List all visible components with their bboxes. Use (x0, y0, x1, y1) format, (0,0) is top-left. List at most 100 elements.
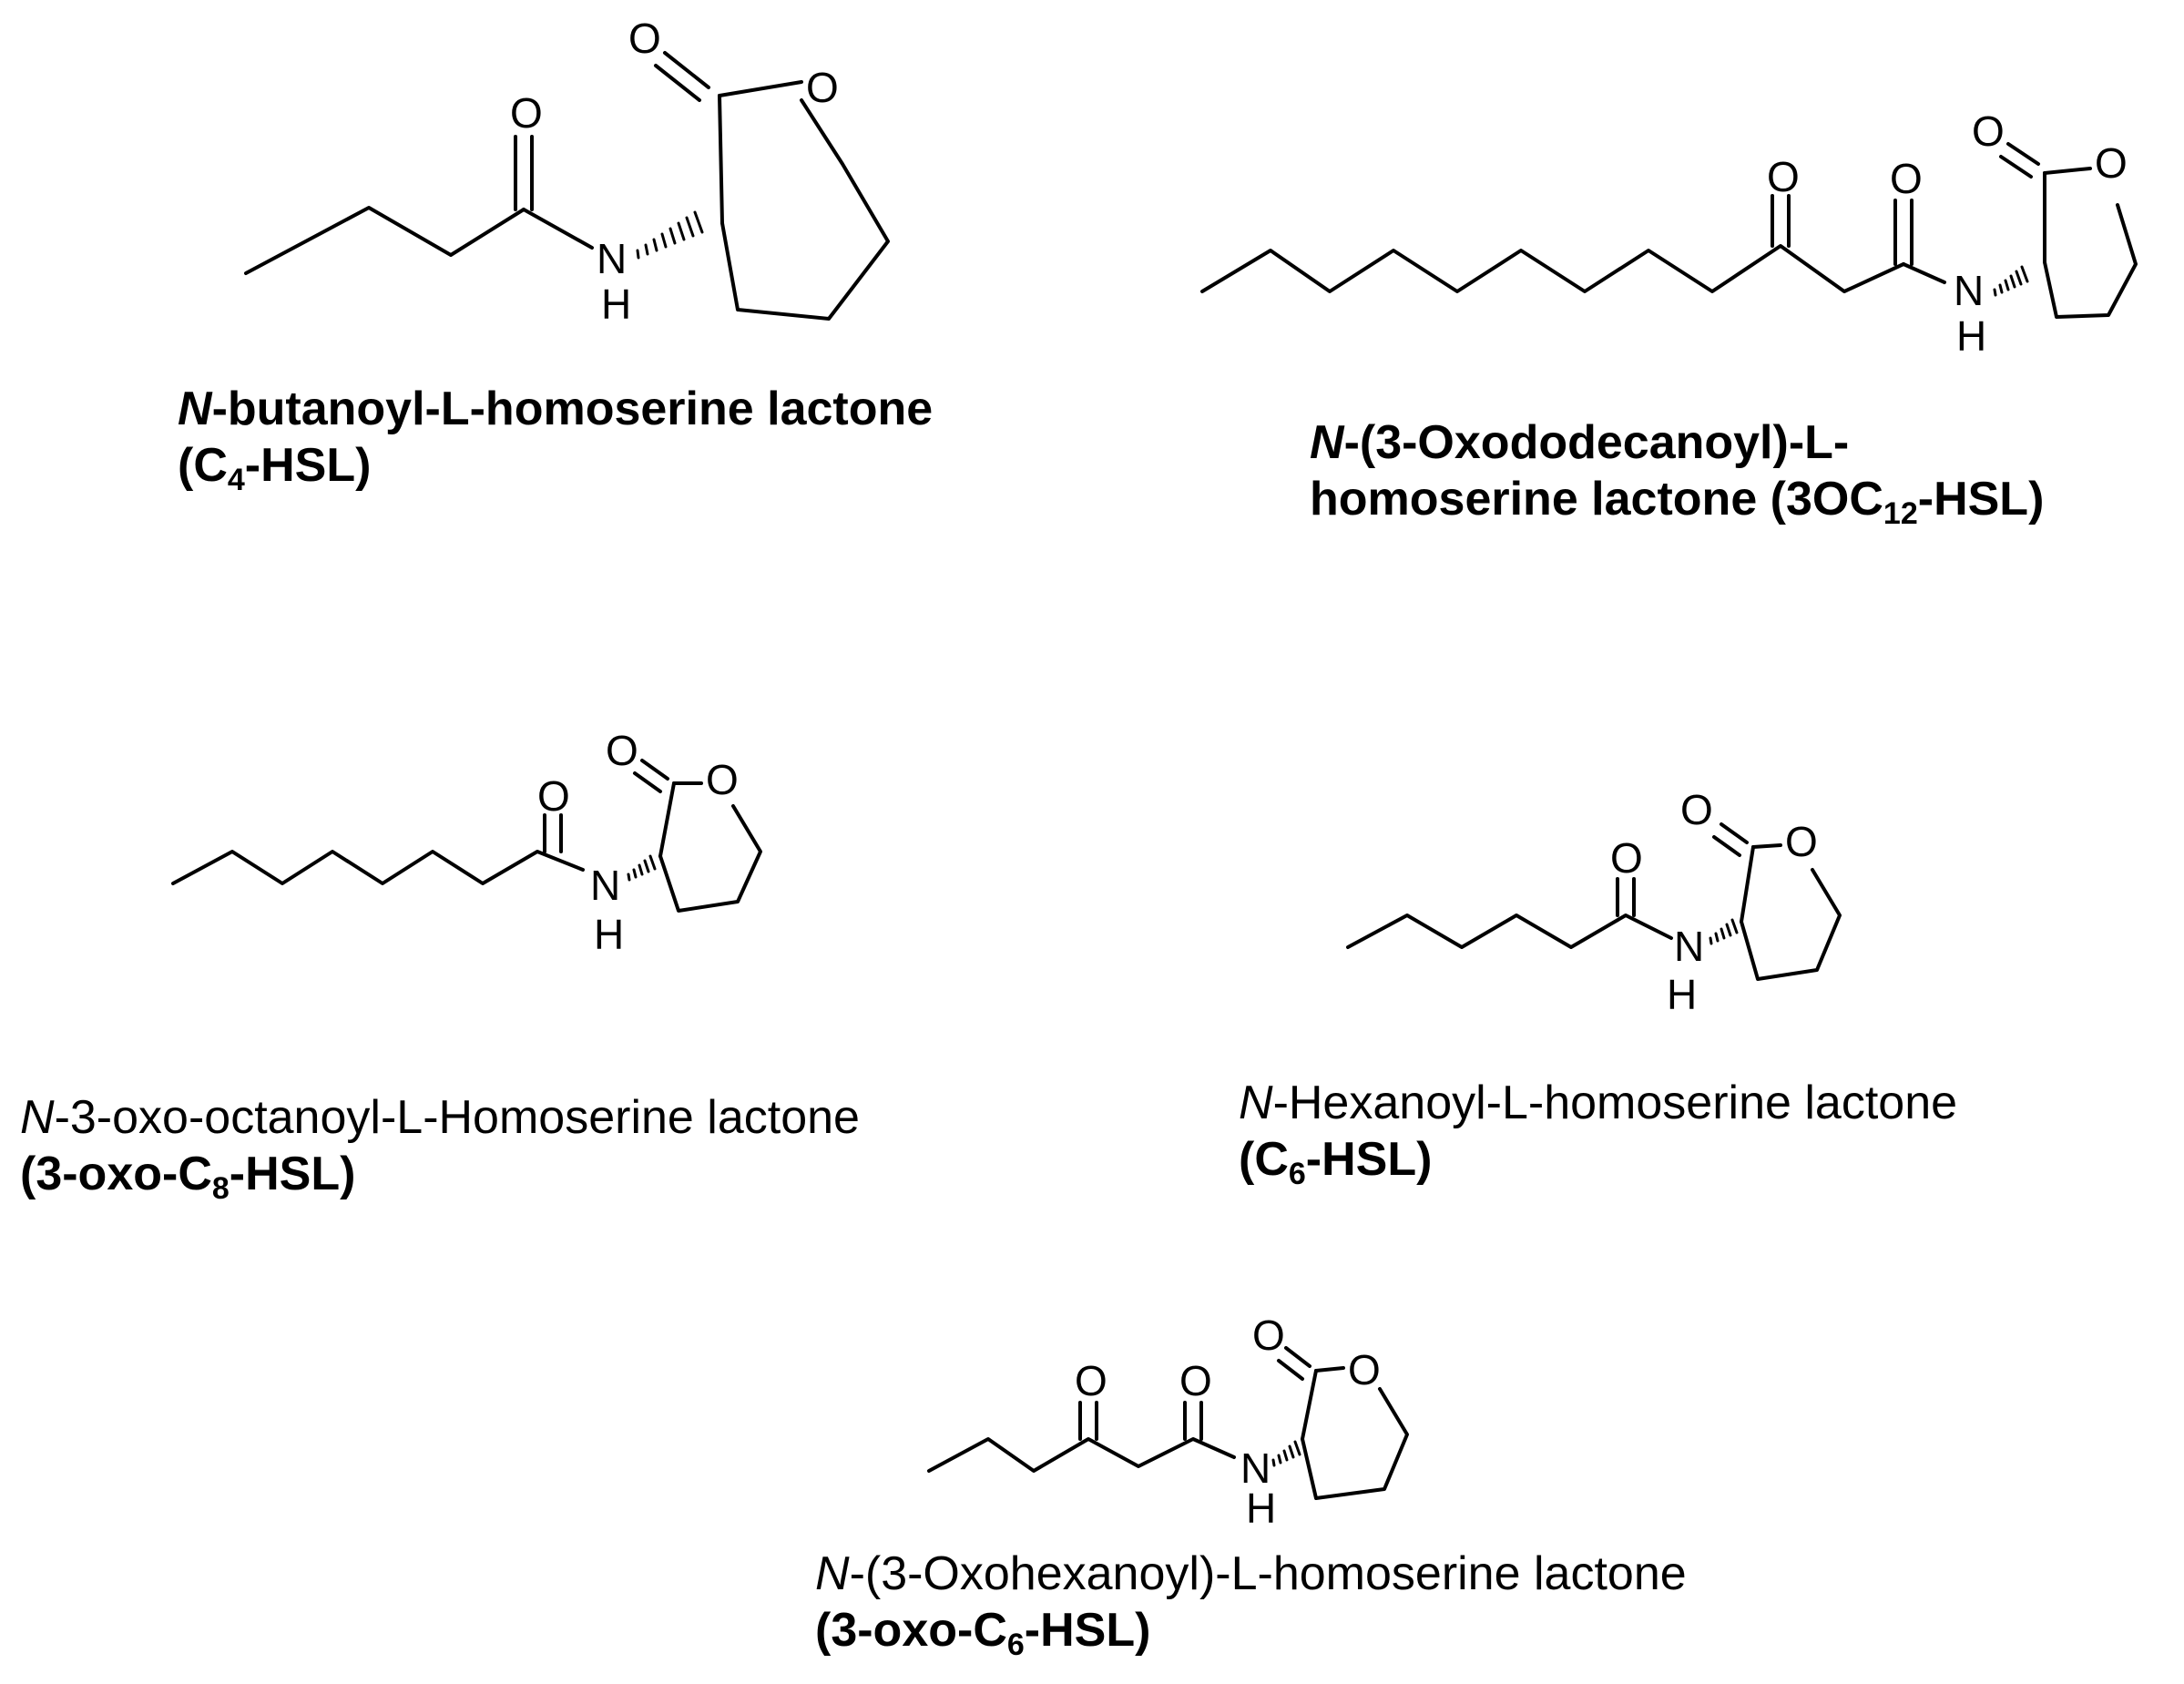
abbr-subscript: 6 (1006, 1628, 1025, 1662)
abbr-suffix: -HSL) (1024, 1604, 1151, 1657)
compound-abbreviation: (3-oxo-C6-HSL) (815, 1602, 1687, 1660)
carbonyl-bond (633, 771, 662, 793)
structure-3-oxo-c6-hsl (927, 1346, 1409, 1500)
alkyl-chain (244, 206, 526, 275)
abbr-subscript: 6 (1288, 1157, 1306, 1191)
carbonyl-bond (1999, 155, 2033, 179)
compound-name: N-(3-Oxododecanoyl)-L- (1310, 414, 2044, 471)
stereo-hash-bond (1271, 1440, 1301, 1467)
lactone-ring (1301, 1387, 1409, 1500)
caption-c4-hsl: N-butanoyl-L-homoserine lactone (C4-HSL) (178, 381, 933, 497)
carbonyl-bond (1720, 822, 1749, 844)
atom-h: H (594, 911, 624, 958)
lactone-ring (1740, 868, 1842, 981)
atom-o-ring: O (1785, 818, 1818, 865)
ring-bond (1751, 843, 1782, 849)
name-text: -butanoyl-L-homoserine lactone (211, 383, 934, 435)
lactone-ring (2043, 203, 2138, 319)
compound-name: N-(3-Oxohexanoyl)-L-homoserine lactone (815, 1546, 1687, 1602)
stereo-hash-bond (1993, 265, 2029, 297)
atom-o-acyl: O (1890, 155, 1923, 202)
atom-n: N (1954, 267, 1984, 314)
abbr-text: (C (178, 439, 228, 492)
atom-o-ring: O (2095, 139, 2128, 187)
atom-o-carbonyl: O (606, 727, 638, 774)
atom-o-acyl: O (510, 89, 543, 137)
atom-o-ring: O (1348, 1346, 1381, 1393)
caption-c6-hsl: N-Hexanoyl-L-homoserine lactone (C6-HSL) (1239, 1075, 1957, 1191)
carbonyl-bond (663, 51, 710, 89)
ring-bond (718, 80, 803, 97)
carbonyl-bond (2006, 142, 2040, 166)
compound-name: N-3-oxo-octanoyl-L-Homoserine lactone (20, 1089, 860, 1146)
lactone-ring (720, 98, 890, 321)
abbr-text: (3-oxo-C (815, 1604, 1007, 1657)
name-text: -3-oxo-octanoyl-L-Homoserine lactone (54, 1091, 860, 1144)
n-prefix: N (20, 1091, 55, 1144)
amide-bond (1902, 262, 1946, 284)
compound-name: N-butanoyl-L-homoserine lactone (178, 381, 933, 437)
structure-c4-hsl (244, 51, 890, 321)
atom-n: N (1240, 1444, 1271, 1492)
structure-3-oxo-c8-hsl (171, 759, 762, 913)
carbonyl-bond (1284, 1346, 1311, 1368)
abbr-subscript: 8 (211, 1171, 230, 1206)
caption-3-oxo-c6-hsl: N-(3-Oxohexanoyl)-L-homoserine lactone (… (815, 1546, 1687, 1660)
abbr-text: (C (1239, 1133, 1289, 1186)
atom-o-carbonyl: O (1252, 1311, 1285, 1359)
ring-bond (658, 781, 676, 858)
compound-abbreviation: (C4-HSL) (178, 437, 933, 497)
carbonyl-bond (640, 759, 669, 781)
abbr-text: (3-oxo-C (20, 1148, 212, 1200)
atom-h: H (1956, 312, 1986, 360)
ring-bond (1314, 1366, 1345, 1373)
caption-3oc12-hsl: N-(3-Oxododecanoyl)-L- homoserine lacton… (1310, 414, 2045, 529)
abbr-suffix: -HSL) (1917, 473, 2045, 526)
ring-bond (1301, 1369, 1318, 1441)
ring-bond (1740, 845, 1755, 924)
atom-h: H (1667, 971, 1697, 1018)
abbr-suffix: -HSL) (1305, 1133, 1433, 1186)
atom-o-keto: O (1075, 1357, 1107, 1404)
atom-h: H (601, 281, 631, 328)
structure-c6-hsl (1346, 822, 1842, 981)
carbonyl-bond (1277, 1359, 1304, 1381)
name-text: -(3-Oxododecanoyl)-L- (1343, 416, 1850, 469)
amide-bond (522, 208, 594, 250)
compound-abbreviation: (C6-HSL) (1239, 1131, 1957, 1191)
alkyl-chain (1200, 244, 1905, 293)
atom-o-acyl: O (537, 772, 570, 820)
name-text: -Hexanoyl-L-homoserine lactone (1272, 1077, 1958, 1129)
compound-name: N-Hexanoyl-L-homoserine lactone (1239, 1075, 1957, 1131)
abbr-subscript: 4 (227, 463, 245, 497)
alkyl-chain (1346, 913, 1673, 949)
ring-bond (2043, 167, 2092, 175)
atom-n: N (597, 235, 627, 282)
atom-o-ring: O (706, 756, 739, 803)
abbr-subscript: 12 (1883, 496, 1918, 531)
atom-o-acyl: O (1179, 1357, 1212, 1404)
atom-o-acyl: O (1610, 834, 1643, 882)
stereo-hash-bond (636, 210, 704, 260)
stereo-hash-bond (627, 854, 657, 882)
atom-n: N (1674, 923, 1704, 970)
alkyl-chain (927, 1437, 1236, 1473)
n-prefix: N (1310, 416, 1344, 469)
caption-3-oxo-c8-hsl: N-3-oxo-octanoyl-L-Homoserine lactone (3… (20, 1089, 860, 1204)
lactone-ring (658, 804, 762, 913)
name-text: -(3-Oxohexanoyl)-L-homoserine lactone (849, 1547, 1687, 1600)
stereo-hash-bond (1709, 918, 1739, 945)
structure-3oc12-hsl (1200, 142, 2138, 319)
ring-bond (718, 94, 724, 225)
carbonyl-bond (654, 64, 701, 102)
carbonyl-bond (1712, 835, 1741, 857)
n-prefix: N (178, 383, 212, 435)
compound-name-line2: homoserine lactone (3OC12-HSL) (1310, 471, 2045, 529)
abbr-suffix: -HSL) (244, 439, 372, 492)
atom-o-carbonyl: O (628, 15, 661, 62)
atom-o-keto: O (1767, 153, 1800, 200)
atom-o-carbonyl: O (1680, 786, 1713, 833)
atom-h: H (1246, 1485, 1276, 1532)
compound-abbreviation: (3-oxo-C8-HSL) (20, 1146, 860, 1204)
